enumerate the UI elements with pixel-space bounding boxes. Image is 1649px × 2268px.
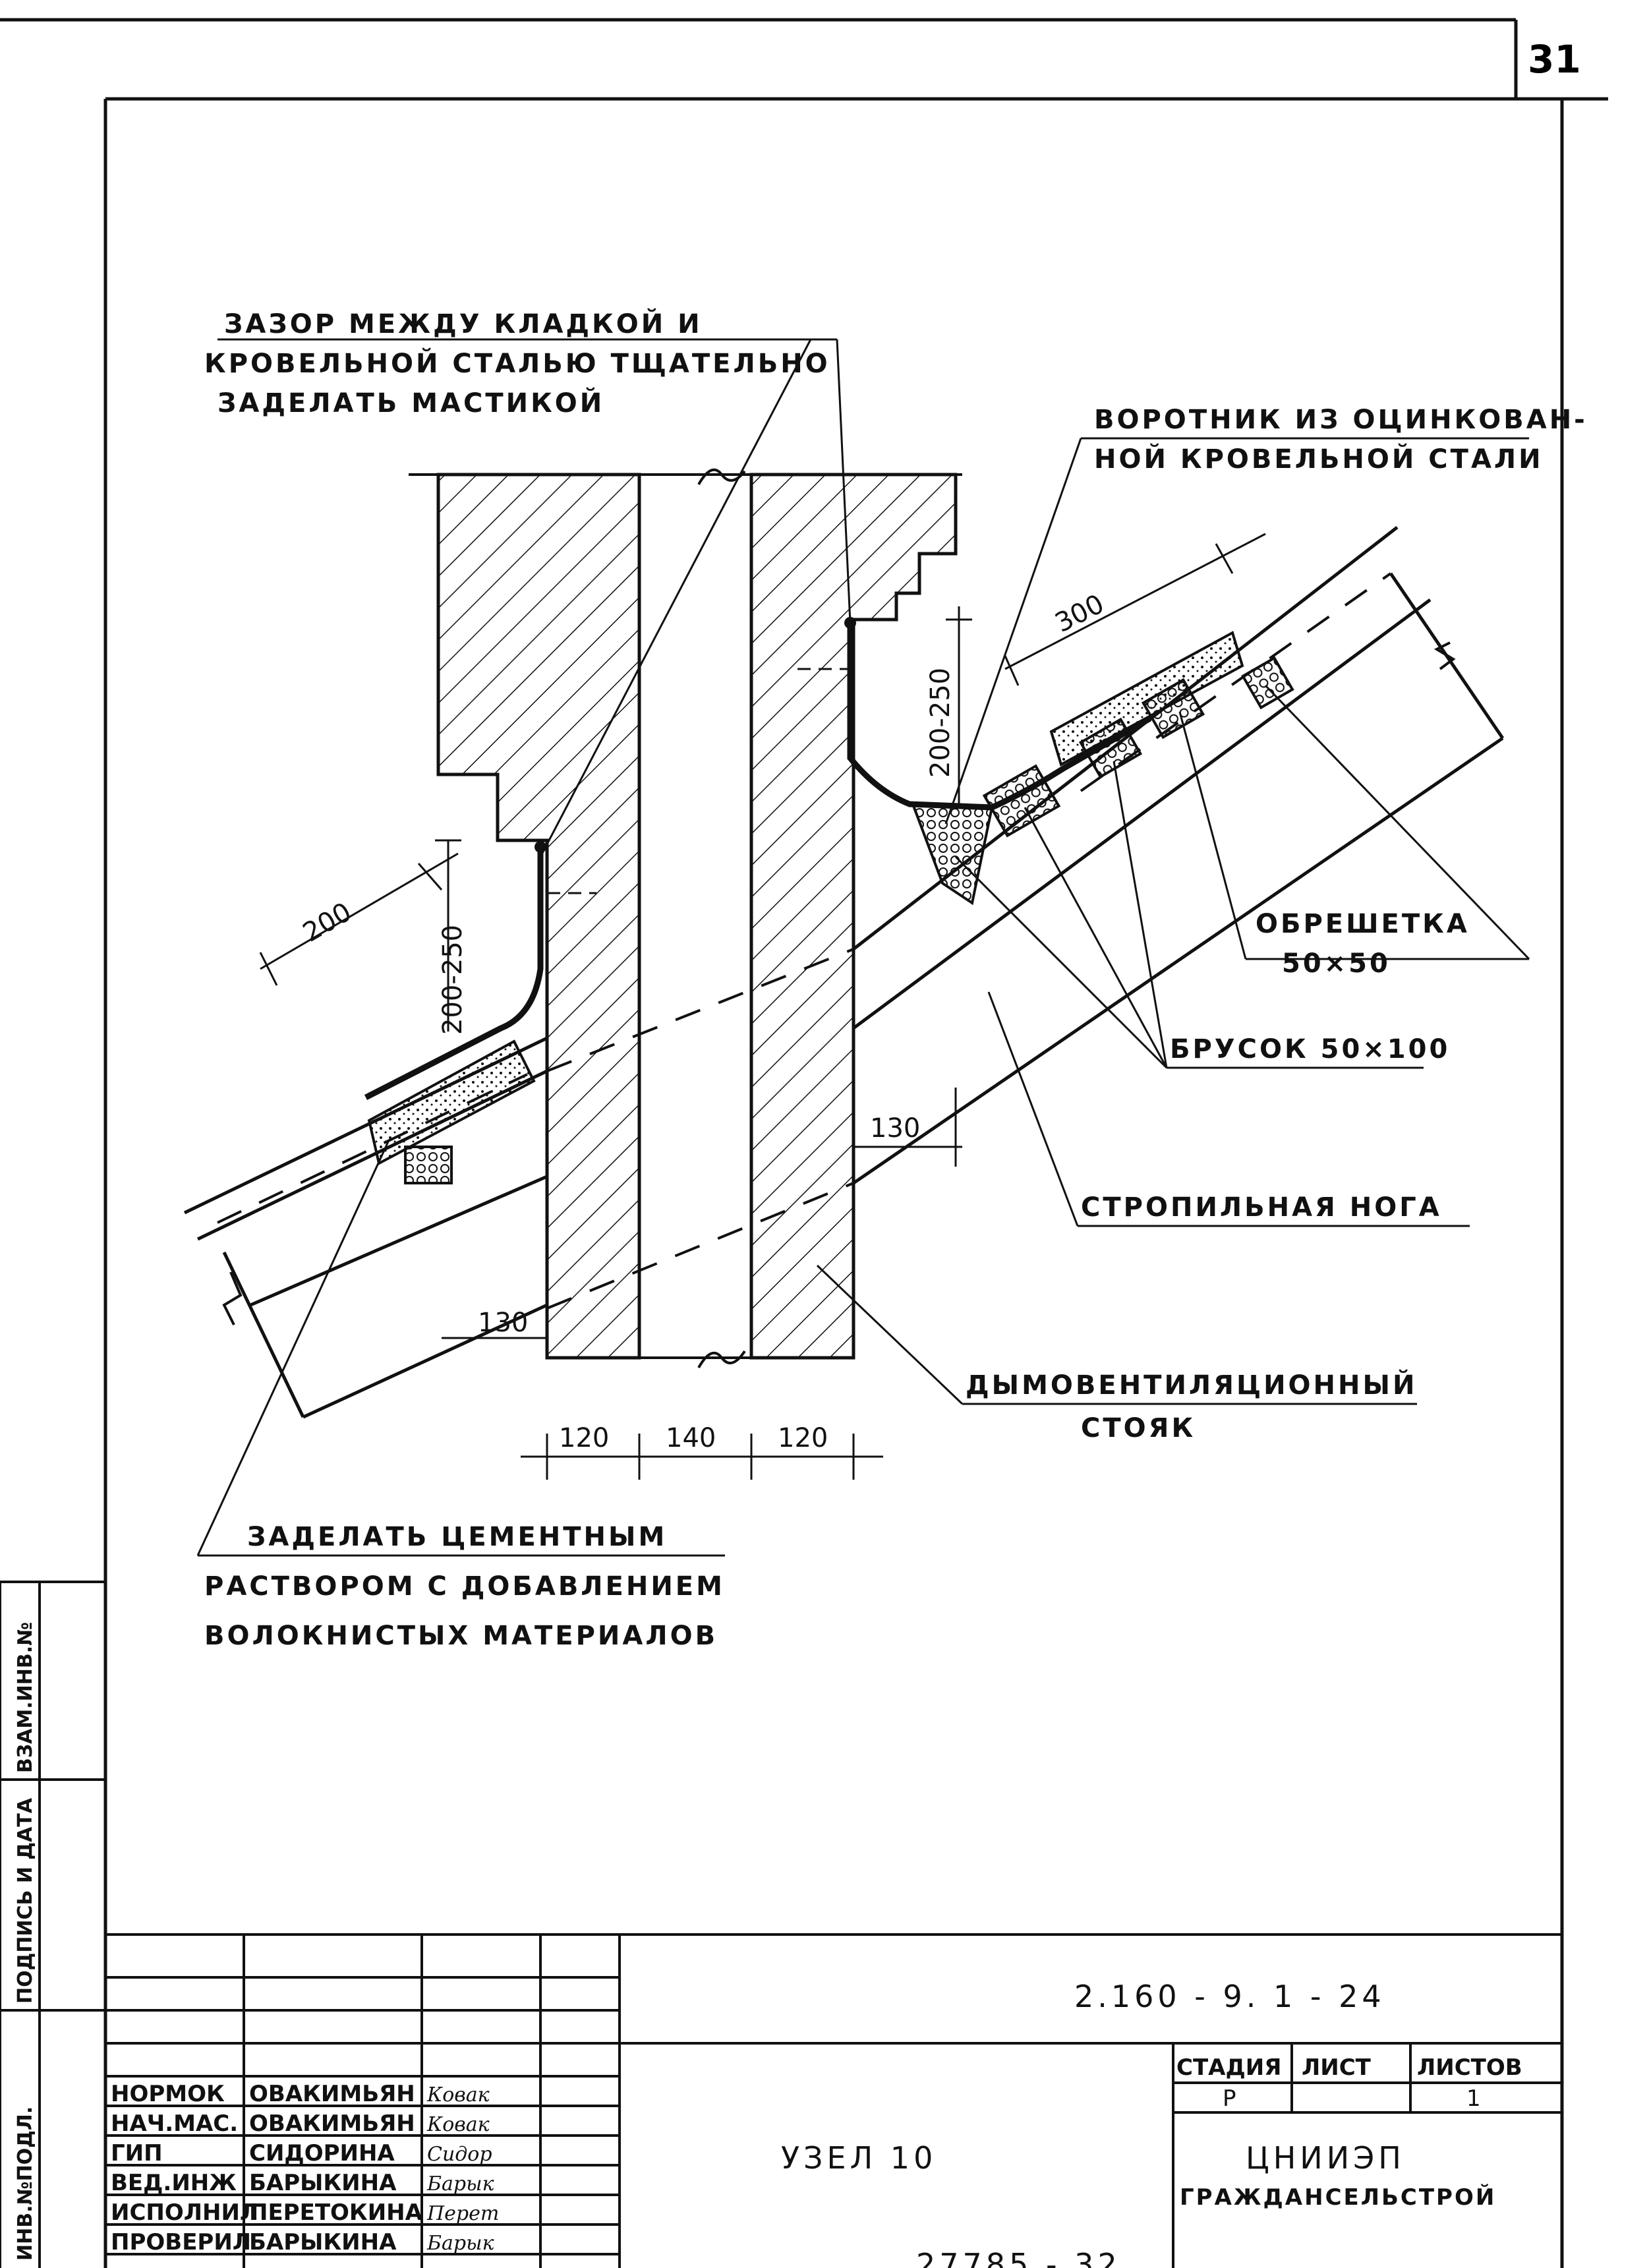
stage-value: Р: [1223, 2085, 1236, 2112]
role-signature: Ковак: [426, 2113, 490, 2136]
sheet-header: ЛИСТ: [1302, 2054, 1372, 2081]
role-name: СИДОРИНА: [249, 2140, 395, 2166]
dim-wall1: 120: [559, 1423, 609, 1453]
role-name: БАРЫКИНА: [249, 2229, 397, 2255]
sheets-value: 1: [1466, 2085, 1481, 2112]
role-signature: Перет: [426, 2202, 499, 2225]
dim-channel: 140: [666, 1423, 716, 1453]
break-mark-bottom: [697, 1350, 746, 1368]
left-mortar: [367, 1039, 536, 1165]
role-name: ОВАКИМЬЯН: [249, 2110, 415, 2137]
stage-header: СТАДИЯ: [1176, 2054, 1281, 2081]
right-lathing-2: [1078, 717, 1143, 779]
role-name: ОВАКИМЬЯН: [249, 2081, 415, 2107]
node-title: УЗЕЛ 10: [781, 2140, 937, 2176]
collar-note-line2: НОЙ КРОВЕЛЬНОЙ СТАЛИ: [1094, 443, 1544, 475]
role-name: ПЕРЕТОКИНА: [249, 2199, 423, 2226]
side-stamp-sign-date: ПОДПИСЬ И ДАТА: [14, 1797, 37, 2004]
sheet-frame: [0, 18, 1608, 2268]
gap-note-line3: ЗАДЕЛАТЬ МАСТИКОЙ: [217, 387, 604, 419]
footer-number: 27785 - 32: [916, 2247, 1121, 2268]
left-collar: [364, 847, 544, 1101]
dim-wall2: 120: [778, 1423, 828, 1453]
dim-right-offset: 130: [870, 1113, 920, 1144]
role-name: БАРЫКИНА: [249, 2170, 397, 2196]
role-label: НОРМОК: [111, 2081, 225, 2107]
riser-wall-left: [436, 473, 641, 1360]
gap-note-line2: КРОВЕЛЬНОЙ СТАЛЬЮ ТЩАТЕЛЬНО: [204, 347, 830, 379]
gap-note-line1: ЗАЗОР МЕЖДУ КЛАДКОЙ И: [224, 308, 703, 339]
riser-label-line1: ДЫМОВЕНТИЛЯЦИОННЫЙ: [966, 1369, 1417, 1401]
role-label: НАЧ.МАС.: [111, 2110, 238, 2137]
sheets-header: ЛИСТОВ: [1417, 2054, 1522, 2081]
role-label: ГИП: [111, 2140, 163, 2166]
role-signature: Барык: [426, 2232, 494, 2255]
cement-note: ЗАДЕЛАТЬ ЦЕМЕНТНЫМ РАСТВОРОМ С ДОБАВЛЕНИ…: [204, 1522, 725, 1651]
break-mark-right: [1433, 641, 1456, 670]
break-mark-left: [222, 1271, 243, 1325]
bar-label: БРУСОК 50×100: [1170, 1034, 1450, 1064]
role-signature: Барык: [426, 2172, 494, 2195]
role-label: ПРОВЕРИЛ: [111, 2229, 251, 2255]
dim-left-offset: 130: [478, 1308, 528, 1338]
collar-note-line1: ВОРОТНИК ИЗ ОЦИНКОВАН-: [1094, 405, 1588, 435]
gap-note: ЗАЗОР МЕЖДУ КЛАДКОЙ И КРОВЕЛЬНОЙ СТАЛЬЮ …: [204, 308, 830, 419]
side-stamp-inv-orig: ИНВ.№ПОДЛ.: [14, 2107, 37, 2261]
title-block-grid: [105, 1933, 1562, 2268]
riser-wall-right: [749, 473, 958, 1360]
org-name: ЦНИИЭП: [1246, 2140, 1405, 2176]
cement-note-line1: ЗАДЕЛАТЬ ЦЕМЕНТНЫМ: [247, 1522, 667, 1552]
rafter-label: СТРОПИЛЬНАЯ НОГА: [1081, 1192, 1442, 1223]
right-mastic-fill: [911, 802, 994, 906]
org-sub: ГРАЖДАНСЕЛЬСТРОЙ: [1180, 2184, 1496, 2211]
role-label: ВЕД.ИНЖ: [111, 2170, 237, 2196]
dimension-lines: [259, 533, 1266, 1480]
side-stamp: [0, 1581, 105, 2268]
leader-lines: [196, 338, 1530, 1557]
role-label: ИСПОЛНИЛ: [111, 2199, 258, 2226]
role-signature: Сидор: [427, 2143, 492, 2166]
collar-note: ВОРОТНИК ИЗ ОЦИНКОВАН- НОЙ КРОВЕЛЬНОЙ СТ…: [1094, 405, 1588, 475]
left-lathing: [404, 1146, 453, 1184]
cement-note-line2: РАСТВОРОМ С ДОБАВЛЕНИЕМ: [204, 1571, 725, 1602]
dim-left-height: 200-250: [438, 925, 468, 1035]
lathing-size-label: 50×50: [1282, 948, 1391, 979]
cement-note-line3: ВОЛОКНИСТЫХ МАТЕРИАЛОВ: [204, 1621, 718, 1651]
side-stamp-inv-replace: ВЗАМ.ИНВ.№: [14, 1622, 37, 1773]
doc-code: 2.160 - 9. 1 - 24: [1074, 1979, 1385, 2014]
roles-table: НОРМОК ОВАКИМЬЯН Ковак НАЧ.МАС. ОВАКИМЬЯ…: [111, 2081, 499, 2255]
right-lathing-4: [1241, 656, 1294, 710]
sheet-number: 31: [1528, 37, 1581, 82]
role-signature: Ковак: [426, 2083, 490, 2107]
riser-label-line2: СТОЯК: [1081, 1413, 1196, 1443]
dim-right-height: 200-250: [925, 668, 956, 778]
dim-left-length: 200: [298, 897, 357, 948]
lathing-label: ОБРЕШЕТКА: [1256, 909, 1470, 939]
